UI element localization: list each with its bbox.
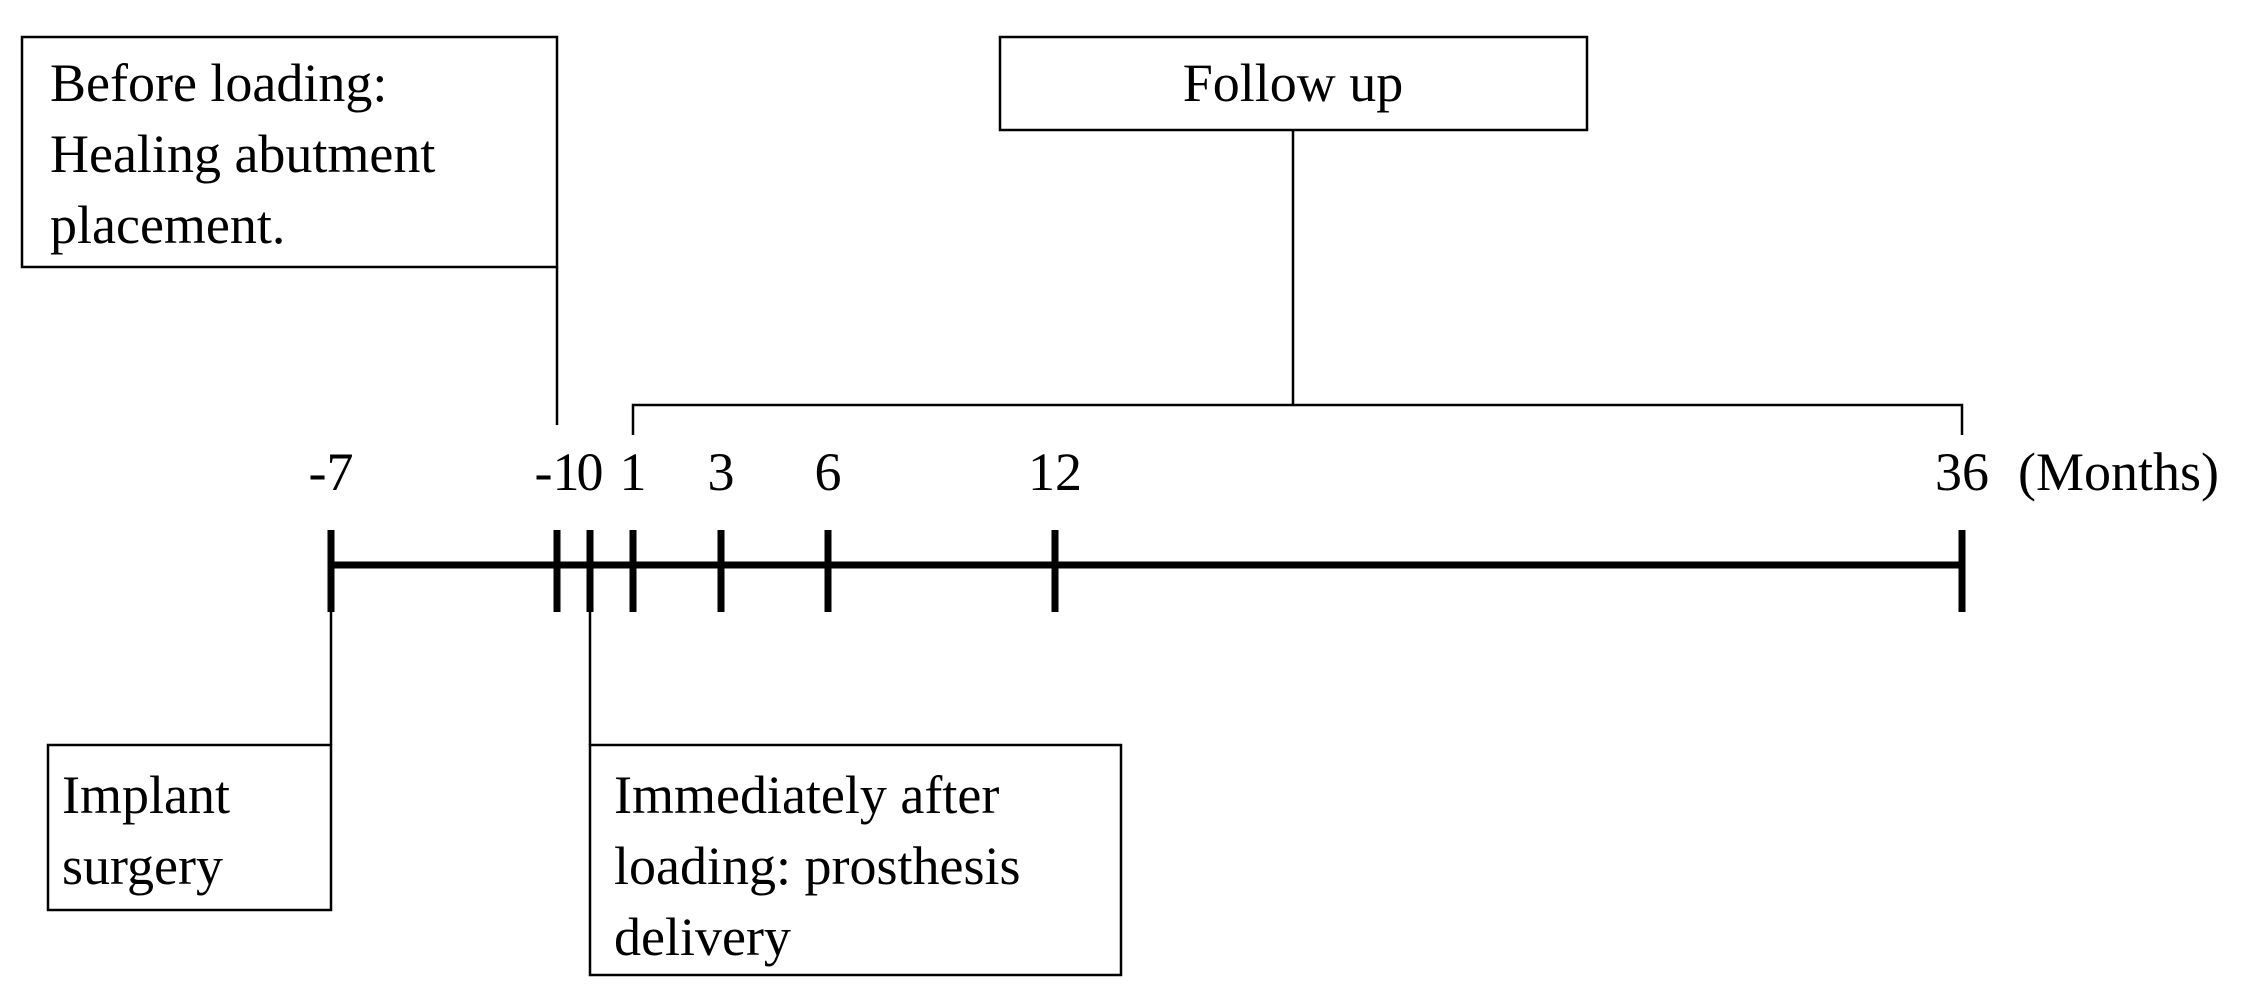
implant-surgery-box: Implant surgery bbox=[46, 743, 333, 912]
after-loading-box: Immediately after loading: prosthesis de… bbox=[588, 743, 1123, 977]
timeline-ticks bbox=[327, 530, 1966, 612]
follow-up-bracket bbox=[631, 403, 1964, 435]
follow-up-label: Follow up bbox=[1183, 53, 1404, 113]
timeline-tick-label: 3 bbox=[708, 442, 735, 502]
before-loading-line-3: placement. bbox=[50, 195, 285, 255]
timeline-tick-label: 36 bbox=[1935, 442, 1989, 502]
timeline-tick-label: 12 bbox=[1028, 442, 1082, 502]
timeline-tick-label: 0 bbox=[577, 442, 604, 502]
timeline-tick-label: 1 bbox=[620, 442, 647, 502]
follow-up-box: Follow up bbox=[998, 35, 1589, 132]
after-loading-line-1: Immediately after bbox=[614, 765, 999, 825]
implant-surgery-line-1: Implant bbox=[62, 765, 230, 825]
timeline-tick-label: 6 bbox=[815, 442, 842, 502]
before-loading-box: Before loading: Healing abutment placeme… bbox=[20, 35, 559, 269]
timeline-tick-label: -7 bbox=[309, 442, 354, 502]
before-loading-line-1: Before loading: bbox=[50, 53, 387, 113]
after-loading-line-2: loading: prosthesis bbox=[614, 836, 1020, 896]
after-loading-line-3: delivery bbox=[614, 907, 791, 967]
timeline-unit-label: (Months) bbox=[2018, 442, 2219, 502]
timeline-tick-label: -1 bbox=[535, 442, 580, 502]
implant-surgery-line-2: surgery bbox=[62, 836, 223, 896]
before-loading-line-2: Healing abutment bbox=[50, 124, 435, 184]
